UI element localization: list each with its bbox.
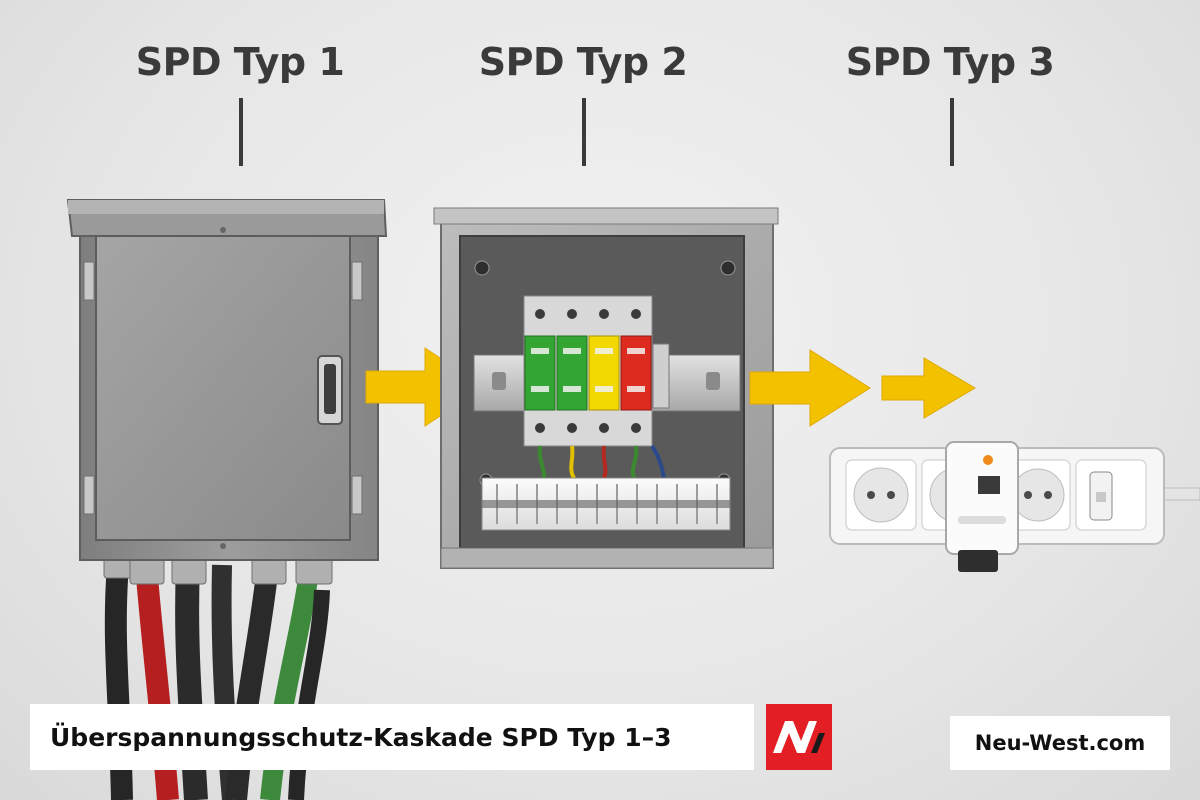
label-spd-type1: SPD Typ 1 bbox=[90, 40, 390, 84]
spd-type3-power-strip bbox=[830, 98, 1200, 572]
spd-module-yellow bbox=[589, 336, 619, 410]
spd-type2-distribution-board bbox=[434, 98, 778, 568]
spd-module-green-2 bbox=[557, 336, 587, 410]
spd-module-green-1 bbox=[525, 336, 555, 410]
status-led-icon bbox=[983, 455, 993, 465]
caption-title: Überspannungsschutz-Kaskade SPD Typ 1–3 bbox=[30, 704, 754, 770]
type1-door bbox=[96, 236, 350, 540]
spd-type1-cabinet bbox=[68, 98, 386, 800]
type3-plug-adapter bbox=[946, 442, 1018, 572]
nw-logo-icon bbox=[766, 704, 832, 770]
label-spd-type3: SPD Typ 3 bbox=[800, 40, 1100, 84]
label-spd-type2: SPD Typ 2 bbox=[433, 40, 733, 84]
website-label: Neu-West.com bbox=[950, 716, 1170, 770]
spd-module-red bbox=[621, 336, 651, 410]
arrow-type2-to-type3-b bbox=[882, 358, 975, 418]
spd-modules bbox=[524, 296, 669, 446]
nw-logo-shape bbox=[771, 717, 827, 757]
